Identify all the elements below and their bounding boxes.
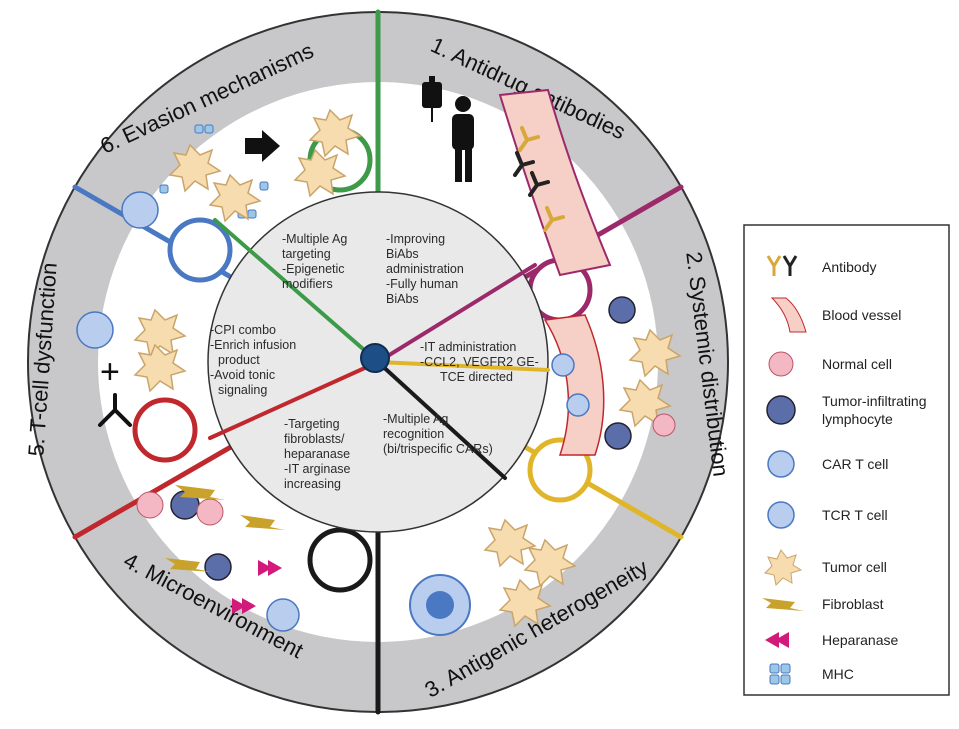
antibody-icon: [98, 393, 132, 427]
iv-bag-icon: [422, 76, 442, 122]
center-line-antigenic: [376, 360, 507, 480]
knob-microenv: [132, 397, 198, 463]
center-microenv-line-5: increasing: [284, 477, 341, 491]
legend-label-fibroblast: Fibroblast: [822, 596, 884, 612]
tumor-cell-icon: [764, 549, 803, 587]
center-evasion-line-1: -Multiple Ag: [282, 232, 347, 246]
heparanase-icon: [232, 560, 282, 614]
legend-label-car-t: CAR T cell: [822, 456, 888, 472]
legend-item-mhc: MHC: [769, 663, 854, 685]
center-tcell-line-4: -Avoid tonic: [210, 368, 275, 382]
center-antigenic-line-3: (bi/trispecific CARs): [383, 442, 493, 456]
center-evasion-line-4: modifiers: [282, 277, 333, 291]
tumor-cell-icon: [133, 308, 187, 393]
car-t-cell-icon: [767, 450, 795, 478]
legend-item-normal-cell: Normal cell: [768, 351, 892, 377]
car-t-cell-icon: [76, 311, 114, 349]
center-antidrug-line-5: BiAbs: [386, 292, 419, 306]
center-evasion-line-3: -Epigenetic: [282, 262, 345, 276]
legend-item-tumor-cell: Tumor cell: [764, 549, 887, 587]
center-systemic-line-1: -IT administration: [420, 340, 516, 354]
tumor-cell-icon: [168, 108, 362, 223]
center-text-antidrug: -Improving BiAbs administration -Fully h…: [386, 232, 464, 306]
center-microenv-line-1: -Targeting: [284, 417, 340, 431]
car-t-cell-icon: [266, 598, 300, 632]
antibody-icon: [766, 255, 782, 276]
legend-label-heparanase: Heparanase: [822, 632, 898, 648]
center-antidrug-line-3: administration: [386, 262, 464, 276]
mhc-icon: [769, 663, 791, 685]
center-systemic-line-3: TCE directed: [440, 370, 513, 384]
tumor-cell-icon: [483, 518, 577, 628]
center-tcell-line-1: -CPI combo: [210, 323, 276, 337]
center-text-evasion: -Multiple Ag targeting -Epigenetic modif…: [282, 232, 347, 291]
legend-item-heparanase: Heparanase: [765, 632, 898, 648]
center-text-microenv: -Targeting fibroblasts/ heparanase -IT a…: [284, 417, 351, 491]
plus-sign: +: [100, 353, 120, 391]
antibody-icon: [513, 126, 565, 232]
legend-label-til: Tumor-infiltrating: [822, 393, 927, 409]
legend-label-tumor-cell: Tumor cell: [822, 559, 887, 575]
car-t-cell-icon: [551, 353, 590, 417]
center-line-evasion: [213, 218, 380, 364]
legend-label-antibody: Antibody: [822, 259, 876, 275]
legend-label-blood-vessel: Blood vessel: [822, 307, 901, 323]
normal-cell-icon: [136, 491, 224, 526]
center-lines: [208, 218, 550, 480]
legend-label-tcr-t: TCR T cell: [822, 507, 888, 523]
antibody-icon: [782, 255, 798, 276]
tcr-t-cell-icon: [767, 501, 795, 529]
heparanase-icon: [765, 632, 779, 648]
center-line-microenv: [208, 360, 380, 440]
center-line-antidrug: [376, 263, 537, 364]
legend-item-antibody: Antibody: [766, 255, 876, 276]
legend-label-mhc: MHC: [822, 666, 854, 682]
center-tcell-line-5: signaling: [218, 383, 267, 397]
legend-item-til: Tumor-infiltrating lymphocyte: [766, 393, 927, 427]
center-antidrug-line-1: -Improving: [386, 232, 445, 246]
center-microenv-line-3: heparanase: [284, 447, 350, 461]
legend-label-normal-cell: Normal cell: [822, 356, 892, 372]
center-text-antigenic: -Multiple Ag recognition (bi/trispecific…: [383, 412, 493, 456]
center-microenv-line-2: fibroblasts/: [284, 432, 345, 446]
legend-item-tcr-t: TCR T cell: [767, 501, 888, 529]
fibroblast-icon: [165, 485, 285, 572]
center-evasion-line-2: targeting: [282, 247, 331, 261]
til-icon: [766, 395, 796, 425]
legend: Antibody Blood vessel Normal cell Tumor-…: [762, 255, 927, 685]
tcr-t-cell-icon: [121, 191, 159, 229]
center-hub: [360, 343, 390, 373]
arrow-icon: [245, 130, 280, 162]
center-antidrug-line-4: -Fully human: [386, 277, 458, 291]
center-tcell-line-2: -Enrich infusion: [210, 338, 296, 352]
center-text-systemic: -IT administration -CCL2, VEGFR2 GE- TCE…: [420, 340, 539, 384]
center-antidrug-line-2: BiAbs: [386, 247, 419, 261]
knob-antigenic: [307, 527, 373, 593]
center-antigenic-line-2: recognition: [383, 427, 444, 441]
center-microenv-line-4: -IT arginase: [284, 462, 351, 476]
heparanase-icon: [775, 632, 789, 648]
normal-cell-icon: [768, 351, 794, 377]
blood-vessel-icon: [770, 297, 807, 333]
center-text-tcell: -CPI combo -Enrich infusion product -Avo…: [210, 323, 296, 397]
center-antigenic-line-1: -Multiple Ag: [383, 412, 448, 426]
center-tcell-line-3: product: [218, 353, 260, 367]
fibroblast-icon: [762, 598, 804, 611]
tumor-cell-icon: [618, 328, 682, 428]
normal-cell-icon: [652, 413, 676, 437]
knob-tcell: [167, 217, 233, 283]
legend-item-blood-vessel: Blood vessel: [770, 297, 901, 333]
legend-item-car-t: CAR T cell: [767, 450, 888, 478]
center-systemic-line-2: -CCL2, VEGFR2 GE-: [420, 355, 539, 369]
center-line-systemic: [376, 360, 550, 372]
legend-label-til-2: lymphocyte: [822, 411, 893, 427]
tcr-t-cell-icon: [409, 574, 471, 636]
til-icon: [604, 296, 636, 450]
legend-item-fibroblast: Fibroblast: [762, 596, 884, 612]
person-icon: [452, 96, 474, 182]
